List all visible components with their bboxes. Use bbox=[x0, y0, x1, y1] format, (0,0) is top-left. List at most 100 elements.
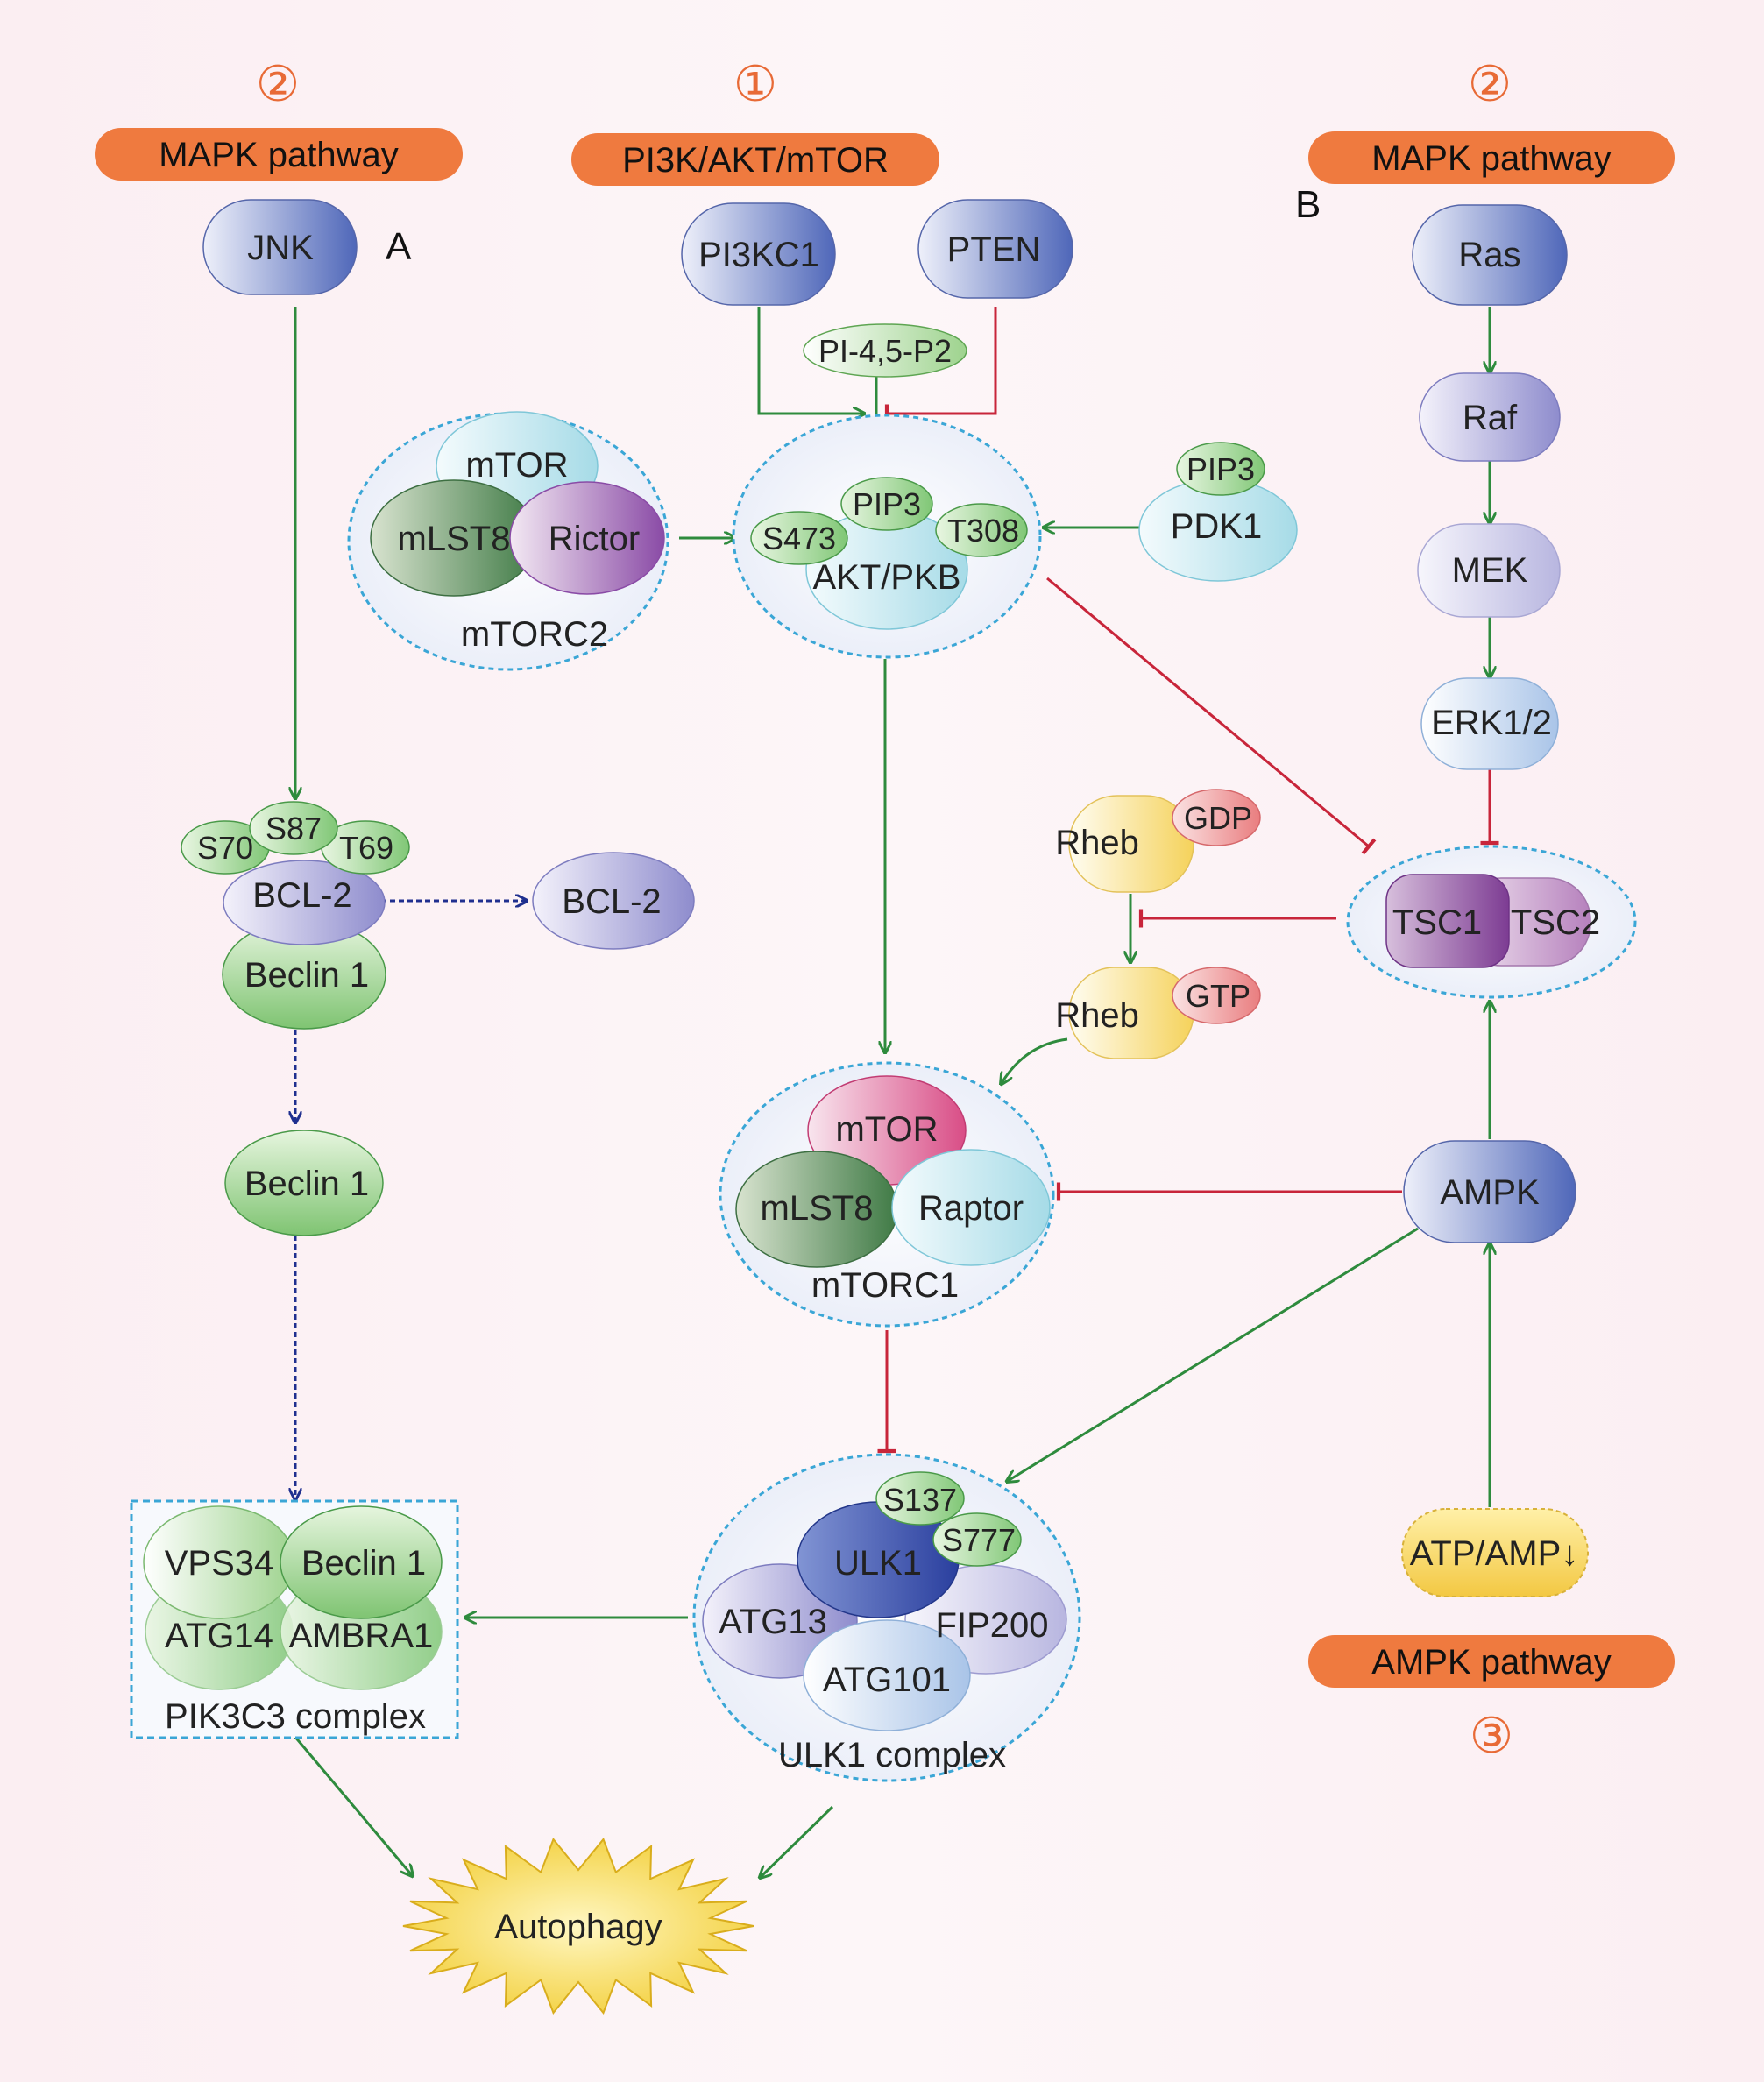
autophagy-starburst bbox=[402, 1838, 754, 2015]
connectors bbox=[292, 307, 1499, 1877]
mtorc2-mtor-label: mTOR bbox=[465, 446, 568, 485]
atg14-label: ATG14 bbox=[165, 1617, 273, 1655]
gdp-node bbox=[1172, 789, 1261, 846]
atg13-label: ATG13 bbox=[719, 1603, 827, 1641]
beclin1-free-node: Beclin 1 bbox=[224, 1130, 384, 1236]
center-pathway-label: PI3K/AKT/mTOR bbox=[622, 141, 889, 180]
ampk-label: AMPK bbox=[1440, 1173, 1540, 1212]
site-t69-label: T69 bbox=[339, 830, 393, 866]
bcl2-free-node: BCL-2 bbox=[532, 852, 695, 950]
left-pathway-label: MAPK pathway bbox=[159, 136, 398, 174]
beclin1-pik-label: Beclin 1 bbox=[301, 1544, 426, 1583]
beclin1-bound-label: Beclin 1 bbox=[244, 956, 369, 995]
right-pathway-header: ② MAPK pathway bbox=[1308, 56, 1675, 184]
center-pathway-banner bbox=[571, 133, 939, 186]
jnk-node: JNK bbox=[202, 199, 358, 295]
arrow-ulk1-to-autophagy bbox=[761, 1805, 834, 1877]
mtorc2-title: mTORC2 bbox=[461, 615, 608, 654]
gtp-node bbox=[1172, 967, 1261, 1024]
akt-complex: PIP3 S473 T308 AKT/PKB bbox=[732, 414, 1042, 659]
mtorc2-rictor bbox=[509, 481, 665, 595]
tsc2-label: TSC2 bbox=[1511, 903, 1600, 942]
mtorc1-mtor-label: mTOR bbox=[835, 1110, 938, 1149]
akt-t308-label: T308 bbox=[947, 513, 1019, 549]
akt-s473 bbox=[750, 511, 848, 565]
pten-label: PTEN bbox=[947, 230, 1041, 269]
pdk1-pip3-label: PIP3 bbox=[1187, 451, 1255, 487]
pi3kc1-node: PI3KC1 bbox=[681, 202, 836, 306]
raf-node: Raf bbox=[1419, 372, 1561, 462]
pip2-node: PI-4,5-P2 bbox=[803, 323, 967, 378]
panel-label-a: A bbox=[386, 225, 412, 268]
gdp-label: GDP bbox=[1184, 800, 1252, 836]
right-pathway-number: ② bbox=[1468, 56, 1512, 111]
ampk-node: AMPK bbox=[1403, 1140, 1576, 1243]
mtorc1-raptor-label: Raptor bbox=[918, 1189, 1024, 1228]
autophagy-label: Autophagy bbox=[494, 1908, 662, 1946]
pip2-label: PI-4,5-P2 bbox=[818, 333, 952, 369]
tsc1-label: TSC1 bbox=[1392, 903, 1482, 942]
panel-label-b: B bbox=[1295, 183, 1321, 226]
mtorc1-mlst8-label: mLST8 bbox=[761, 1189, 874, 1228]
ulk1-label: ULK1 bbox=[834, 1544, 922, 1583]
autophagy-node: Autophagy bbox=[402, 1838, 754, 2015]
tsc1-node bbox=[1385, 874, 1510, 968]
pik3c3-complex: VPS34 Beclin 1 ATG14 AMBRA1 PIK3C3 compl… bbox=[130, 1499, 459, 1739]
bcl2-bound bbox=[223, 860, 386, 945]
mek-label: MEK bbox=[1452, 551, 1528, 590]
akt-t308 bbox=[935, 503, 1028, 557]
jnk-label: JNK bbox=[247, 229, 314, 267]
gtp-label: GTP bbox=[1186, 978, 1250, 1014]
mtorc2-mlst8-label: mLST8 bbox=[398, 520, 511, 558]
bottom-pathway-label: AMPK pathway bbox=[1371, 1643, 1611, 1682]
inhibit-akt-to-tsc bbox=[1046, 577, 1377, 855]
bottom-pathway-header: AMPK pathway ③ bbox=[1308, 1635, 1675, 1763]
pdk1-name-label: PDK1 bbox=[1171, 507, 1263, 546]
bcl2-free-label: BCL-2 bbox=[562, 882, 661, 921]
center-pathway-number: ① bbox=[733, 56, 777, 111]
site-s70-label: S70 bbox=[197, 830, 253, 866]
atp-amp-node: ATP/AMP↓ bbox=[1401, 1508, 1589, 1597]
mtorc1-raptor bbox=[891, 1149, 1051, 1266]
rheb-gdp-node: Rheb GDP bbox=[1055, 789, 1261, 893]
ambra1-label: AMBRA1 bbox=[289, 1617, 434, 1655]
ulk1-complex-title: ULK1 complex bbox=[778, 1736, 1006, 1774]
rheb-gtp-label: Rheb bbox=[1055, 996, 1139, 1035]
bottom-pathway-number: ③ bbox=[1470, 1708, 1513, 1763]
site-s777 bbox=[932, 1512, 1022, 1567]
site-s137 bbox=[875, 1471, 965, 1526]
pten-node: PTEN bbox=[917, 199, 1073, 299]
erk-label: ERK1/2 bbox=[1431, 704, 1552, 742]
akt-pip3 bbox=[840, 477, 933, 531]
ulk1-complex: S137 S777 ULK1 ATG13 FIP200 ATG101 ULK1 … bbox=[692, 1453, 1081, 1782]
pdk1-node: PIP3 PDK1 bbox=[1138, 442, 1298, 582]
mtorc2-rictor-label: Rictor bbox=[549, 520, 640, 558]
akt-pip3-label: PIP3 bbox=[853, 486, 921, 522]
inhibit-pten-to-akt bbox=[884, 307, 997, 423]
right-pathway-label: MAPK pathway bbox=[1371, 139, 1611, 178]
left-pathway-number: ② bbox=[256, 56, 300, 111]
akt-name-label: AKT/PKB bbox=[813, 558, 961, 597]
beclin1-free-label: Beclin 1 bbox=[244, 1165, 369, 1203]
akt-s473-label: S473 bbox=[762, 520, 836, 556]
pdk1-pip3 bbox=[1176, 442, 1265, 496]
left-pathway-header: ② MAPK pathway bbox=[95, 56, 463, 181]
arrow-pi3kc1-to-akt bbox=[757, 307, 863, 414]
atg101-node bbox=[803, 1619, 971, 1731]
mek-node: MEK bbox=[1417, 523, 1561, 618]
mtorc1-title: mTORC1 bbox=[811, 1266, 959, 1305]
right-pathway-banner bbox=[1308, 131, 1675, 184]
rheb-gtp-node: Rheb GTP bbox=[1055, 967, 1261, 1059]
pik3c3-title: PIK3C3 complex bbox=[165, 1697, 426, 1736]
atp-amp-label: ATP/AMP↓ bbox=[1410, 1534, 1579, 1573]
mtorc1-complex: mTOR mLST8 Raptor mTORC1 bbox=[719, 1061, 1055, 1328]
erk-node: ERK1/2 bbox=[1420, 677, 1559, 770]
arrow-rheb-to-mtorc1 bbox=[1002, 1037, 1068, 1083]
tsc-complex: TSC1 TSC2 bbox=[1346, 845, 1637, 999]
ras-label: Ras bbox=[1458, 236, 1520, 274]
bcl2-bound-label: BCL-2 bbox=[252, 876, 351, 915]
arrow-pik3c3-to-autophagy bbox=[292, 1734, 412, 1875]
vps34-label: VPS34 bbox=[165, 1544, 274, 1583]
bottom-pathway-banner bbox=[1308, 1635, 1675, 1688]
